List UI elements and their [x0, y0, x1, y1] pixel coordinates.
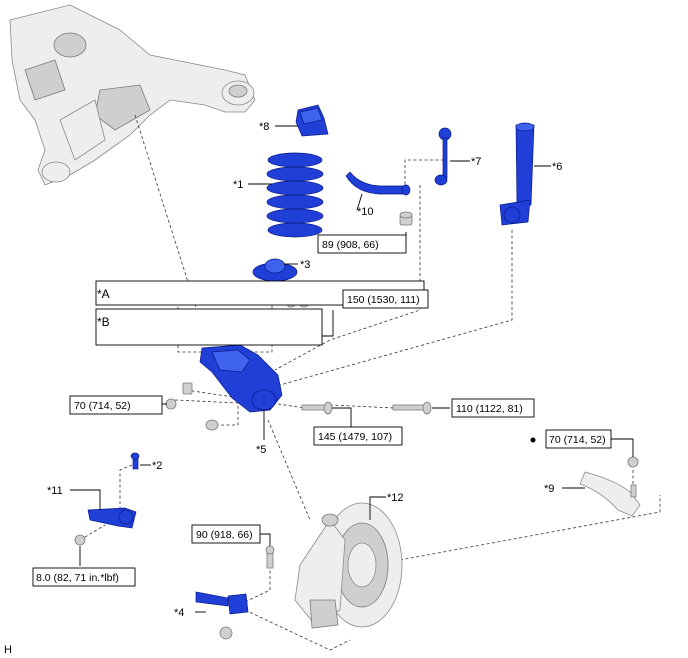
nut-70a	[165, 398, 177, 410]
bolt-8	[74, 534, 86, 546]
shock-absorber	[499, 122, 535, 226]
torque-8: 8.0 (82, 71 in.*lbf)	[36, 572, 119, 584]
callout-2: *2	[152, 460, 162, 472]
callout-1: *1	[233, 179, 243, 191]
torque-90: 90 (918, 66)	[196, 529, 253, 541]
corner-mark: H	[4, 644, 12, 656]
torque-box-90	[191, 524, 261, 544]
spring-seat	[252, 258, 298, 282]
torque-110: 110 (1122, 81)	[456, 403, 523, 415]
bullet-dot	[530, 437, 536, 443]
bolt-90	[265, 545, 275, 569]
legend-label-A: *A	[97, 287, 110, 301]
link-rod-4	[195, 591, 249, 615]
legend-label-B: *B	[97, 315, 110, 329]
stabilizer-bar-end	[345, 171, 411, 196]
axle-hub-assembly	[294, 502, 403, 629]
torque-145: 145 (1479, 107)	[318, 431, 392, 443]
callout-8: *8	[259, 121, 269, 133]
nut-4	[219, 626, 233, 640]
bracket-11	[87, 507, 137, 529]
nut-lower	[205, 419, 219, 431]
torque-box-145	[313, 426, 403, 446]
legend-box-B	[95, 308, 323, 346]
bolt-145	[301, 401, 333, 415]
nut-70b	[627, 456, 639, 468]
torque-box-89	[317, 234, 407, 254]
torque-box-110	[451, 398, 535, 418]
callout-12: *12	[387, 492, 404, 504]
torque-box-70a	[69, 395, 163, 415]
torque-70a: 70 (714, 52)	[74, 400, 131, 412]
alignment-lines	[79, 114, 661, 651]
torque-70b: 70 (714, 52)	[549, 434, 606, 446]
callout-4: *4	[174, 607, 184, 619]
callout-7: *7	[471, 156, 481, 168]
bolt-110	[392, 401, 432, 415]
link-nut	[399, 211, 413, 226]
callout-11: *11	[47, 485, 63, 497]
coil-spring	[266, 152, 324, 238]
bump-stopper	[295, 104, 329, 137]
torque-box-8	[32, 567, 136, 587]
callout-9: *9	[544, 483, 554, 495]
torque-box-70b	[545, 429, 612, 449]
part-2-bolt	[130, 452, 140, 470]
callout-6: *6	[552, 161, 562, 173]
lower-arm	[199, 344, 283, 413]
tie-rod-end	[579, 471, 641, 517]
callout-10: *10	[357, 206, 374, 218]
torque-89: 89 (908, 66)	[322, 239, 379, 251]
callout-5: *5	[256, 444, 266, 456]
stabilizer-link	[434, 127, 452, 186]
arm-bolt	[182, 382, 193, 395]
torque-150: 150 (1530, 111)	[347, 294, 420, 306]
torque-box-150	[342, 289, 429, 309]
rear-subframe	[9, 4, 256, 186]
callout-3: *3	[300, 259, 310, 271]
